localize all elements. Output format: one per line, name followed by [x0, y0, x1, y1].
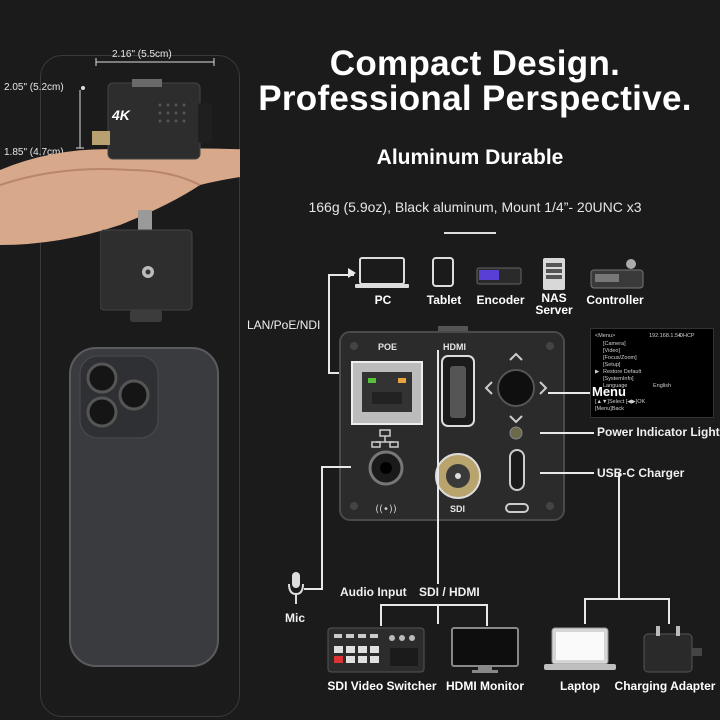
wire [304, 588, 323, 590]
nas-icon [543, 258, 565, 290]
wire [540, 472, 594, 474]
wire [486, 604, 488, 626]
wire [380, 604, 488, 606]
wire [584, 598, 670, 600]
wire [328, 372, 348, 374]
camera-rear-image [100, 210, 193, 322]
tablet-icon [432, 257, 454, 287]
wire [321, 466, 323, 588]
network-device-icons [355, 257, 644, 290]
laptop-icon [544, 627, 616, 670]
smartphone-image [69, 347, 219, 667]
microphone-icon [288, 572, 304, 604]
controller-icon [590, 259, 644, 289]
depth-dimension: 1.85" (4.7cm) [4, 147, 64, 158]
width-dimension: 2.16" (5.5cm) [112, 49, 172, 60]
osd-footer: [▲▼]Select [◀▶]OK [595, 399, 646, 405]
sdi-hdmi-label: SDI / HDMI [419, 585, 480, 599]
wire [330, 274, 354, 276]
osd-menu-screen: <Menu> 192.168.1.54 DHCP [Camera] [Video… [590, 328, 714, 418]
wire [380, 604, 382, 626]
lan-label: LAN/PoE/NDI [247, 318, 321, 332]
osd-footer: [Menu]Back [595, 406, 625, 412]
osd-item: [Setup] [603, 362, 621, 368]
sdi-switcher-icon [327, 627, 425, 673]
subheadline: Aluminum Durable [376, 146, 564, 169]
encoder-icon [476, 267, 522, 285]
encoder-label: Encoder [476, 293, 525, 307]
wire [618, 472, 620, 598]
camera-rear-panel: ((•)) [339, 326, 565, 521]
osd-item: [Video] [603, 348, 621, 354]
hdmi-monitor-icon [451, 627, 519, 673]
osd-ip: 192.168.1.54 [649, 333, 682, 339]
osd-item: [Focus/Zoom] [603, 355, 637, 361]
sdi-port-label: SDI [450, 504, 466, 514]
wire [584, 598, 586, 624]
audio-input-label: Audio Input [340, 585, 407, 599]
divider [444, 232, 496, 234]
osd-item: [SystemInfo] [603, 376, 634, 382]
charging-adapter-label: Charging Adapter [614, 679, 716, 693]
tablet-label: Tablet [426, 293, 462, 307]
dimension-lines [76, 58, 215, 149]
size-comparison-panel [40, 55, 240, 717]
svg-text:((•)): ((•)) [375, 504, 397, 515]
osd-selector-icon: ▶ [595, 369, 600, 375]
sdi-switcher-label: SDI Video Switcher [327, 679, 437, 693]
wire [321, 466, 351, 468]
osd-language-value: English [653, 383, 672, 389]
osd-dhcp: DHCP [679, 333, 695, 339]
power-indicator-label: Power Indicator Light [597, 425, 720, 439]
wire [437, 604, 439, 624]
laptop-label: Laptop [560, 679, 600, 693]
osd-item: Restore Default [603, 369, 642, 375]
controller-label: Controller [586, 293, 644, 307]
hdmi-port-label: HDMI [443, 342, 466, 352]
hand-holding-camera-image [0, 79, 240, 245]
pc-icon [355, 257, 409, 288]
charging-adapter-icon [643, 626, 702, 673]
osd-title: <Menu> [595, 333, 616, 339]
poe-port-label: POE [378, 342, 398, 352]
wire [540, 432, 594, 434]
wire [328, 274, 330, 374]
nas-label: NAS Server [535, 291, 573, 317]
osd-item: Language [603, 383, 628, 389]
spec-line: 166g (5.9oz), Black aluminum, Mount 1/4”… [308, 199, 642, 215]
usbc-charger-label: USB-C Charger [597, 466, 685, 480]
headline-line-2: Professional Perspective. [258, 79, 692, 118]
menu-label: Menu [592, 384, 626, 399]
hdmi-monitor-label: HDMI Monitor [446, 679, 524, 693]
wire [548, 392, 590, 394]
pc-label: PC [374, 293, 392, 307]
arrow-icon [348, 268, 356, 278]
wire [437, 350, 439, 584]
height-dimension: 2.05" (5.2cm) [4, 82, 64, 93]
camera-4k-badge: 4K [112, 107, 130, 123]
wire [668, 598, 670, 624]
osd-item: [Camera] [603, 341, 626, 347]
headline-line-1: Compact Design. [329, 44, 621, 83]
mic-label: Mic [285, 611, 306, 625]
